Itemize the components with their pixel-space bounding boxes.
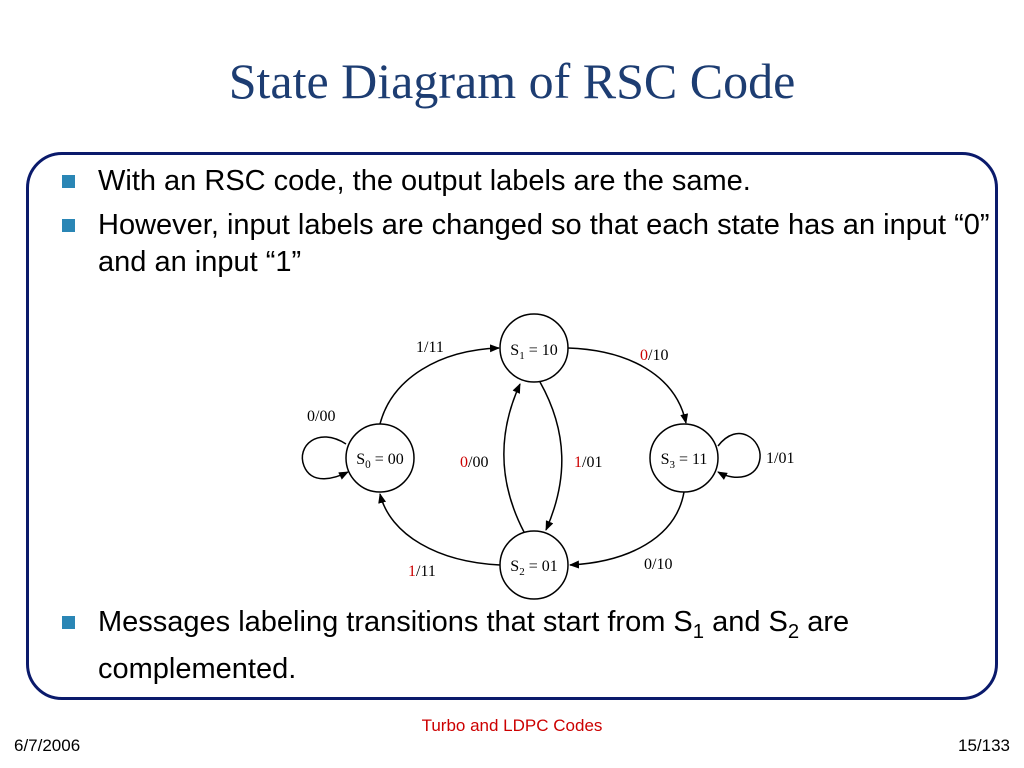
state-s1-label: S1 = 10 [510, 342, 557, 362]
bullet-3: Messages labeling transitions that start… [62, 604, 992, 688]
state-s2-label: S2 = 01 [510, 558, 557, 578]
bullet-1-text: With an RSC code, the output labels are … [98, 165, 751, 197]
footer-title: Turbo and LDPC Codes [421, 716, 603, 735]
bullet-square-icon [62, 616, 75, 629]
label-s2-to-s0: 1/11 [408, 563, 436, 580]
transition-s0-self [301, 436, 349, 480]
label-s2-to-s1: 0/00 [460, 454, 488, 471]
transition-s2-to-s0 [378, 493, 501, 566]
bullet-2-text: However, input labels are changed so tha… [98, 209, 990, 278]
label-s0-self: 0/00 [307, 408, 335, 425]
transition-s1-to-s2 [539, 381, 563, 531]
footer-page-number: 15/133 [958, 736, 1010, 755]
label-s0-to-s1: 1/11 [416, 339, 444, 356]
slide-title: State Diagram of RSC Code [228, 53, 796, 109]
transition-s3-to-s2 [569, 491, 685, 569]
transition-s0-to-s1 [379, 344, 500, 425]
label-s1-to-s2: 1/01 [574, 454, 602, 471]
transition-s3-self [717, 432, 761, 480]
label-s3-to-s2: 0/10 [644, 556, 672, 573]
transition-s2-to-s1 [503, 383, 525, 533]
label-s3-self: 1/01 [766, 450, 794, 467]
bullet-1: With an RSC code, the output labels are … [62, 163, 992, 200]
footer-date: 6/7/2006 [14, 736, 81, 755]
transition-s1-to-s3 [567, 347, 689, 424]
content-frame [26, 152, 998, 700]
bullet-2: However, input labels are changed so tha… [62, 207, 992, 281]
bullet-square-icon [62, 219, 75, 232]
state-s3-label: S3 = 11 [661, 451, 708, 471]
bullet-3-text: Messages labeling transitions that start… [98, 606, 850, 685]
label-s1-to-s3: 0/10 [640, 347, 668, 364]
state-s0-label: S0 = 00 [356, 451, 404, 471]
bullet-square-icon [62, 175, 75, 188]
